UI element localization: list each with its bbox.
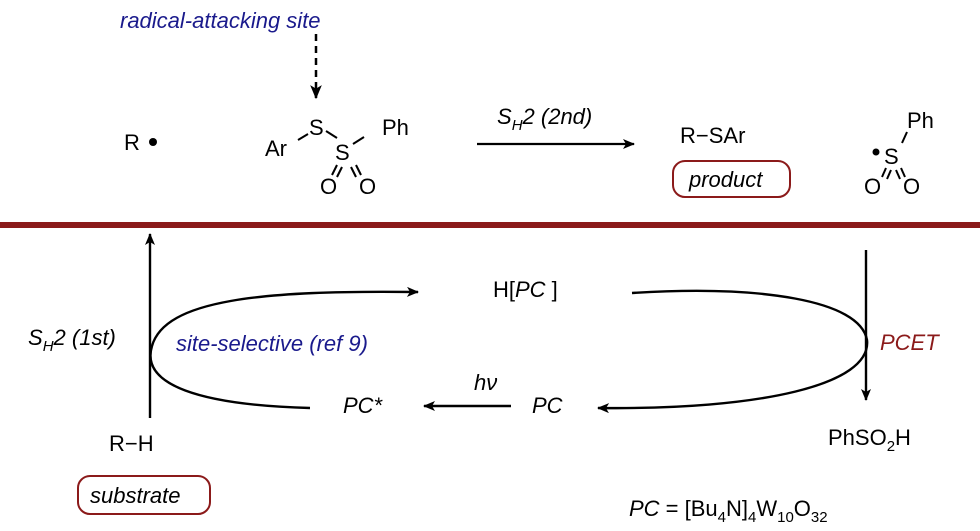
atom-s2: S [335, 140, 350, 165]
atom-o2: O [359, 174, 376, 199]
pc-star-species: PC* [343, 393, 384, 418]
sulfonyl-radical: Ph S O O [864, 108, 934, 199]
atom-o1: O [320, 174, 337, 199]
atom-s1: S [309, 115, 324, 140]
hpc-species: H[PC ] [493, 277, 558, 302]
substrate-box [77, 475, 211, 515]
pcet-label: PCET [880, 330, 940, 355]
section-divider [0, 222, 980, 228]
radical-dot-icon [872, 148, 880, 156]
atom-o1: O [864, 174, 881, 199]
pc-definition: PC = [Bu4N]4W10O32 [629, 496, 828, 526]
product-label: product [688, 167, 763, 192]
hv-label: hν [474, 370, 497, 395]
cycle-right-arc [597, 289, 869, 414]
sh2-1st-label: SH2 (1st) [28, 325, 116, 355]
byproduct-phso2h: PhSO2H [828, 425, 911, 455]
product-formula: R−SAr [680, 123, 745, 148]
atom-ph: Ph [907, 108, 934, 133]
atom-o2: O [903, 174, 920, 199]
radical-attacking-site-label: radical-attacking site [120, 8, 321, 33]
sh2-2nd-label: SH2 (2nd) [497, 104, 592, 134]
site-selective-label: site-selective (ref 9) [176, 331, 368, 356]
substrate-formula: R−H [109, 431, 154, 456]
radical-R: R [124, 130, 140, 155]
atom-ph: Ph [382, 115, 409, 140]
atom-s: S [884, 144, 899, 169]
substrate-label: substrate [90, 483, 181, 508]
radical-dot-icon [149, 138, 157, 146]
atom-ar: Ar [265, 136, 287, 161]
pc-species: PC [532, 393, 563, 418]
product-box [672, 160, 791, 198]
thiosulfonate-reagent: Ar S S Ph O O [265, 115, 409, 199]
cycle-left-arc [149, 286, 419, 410]
